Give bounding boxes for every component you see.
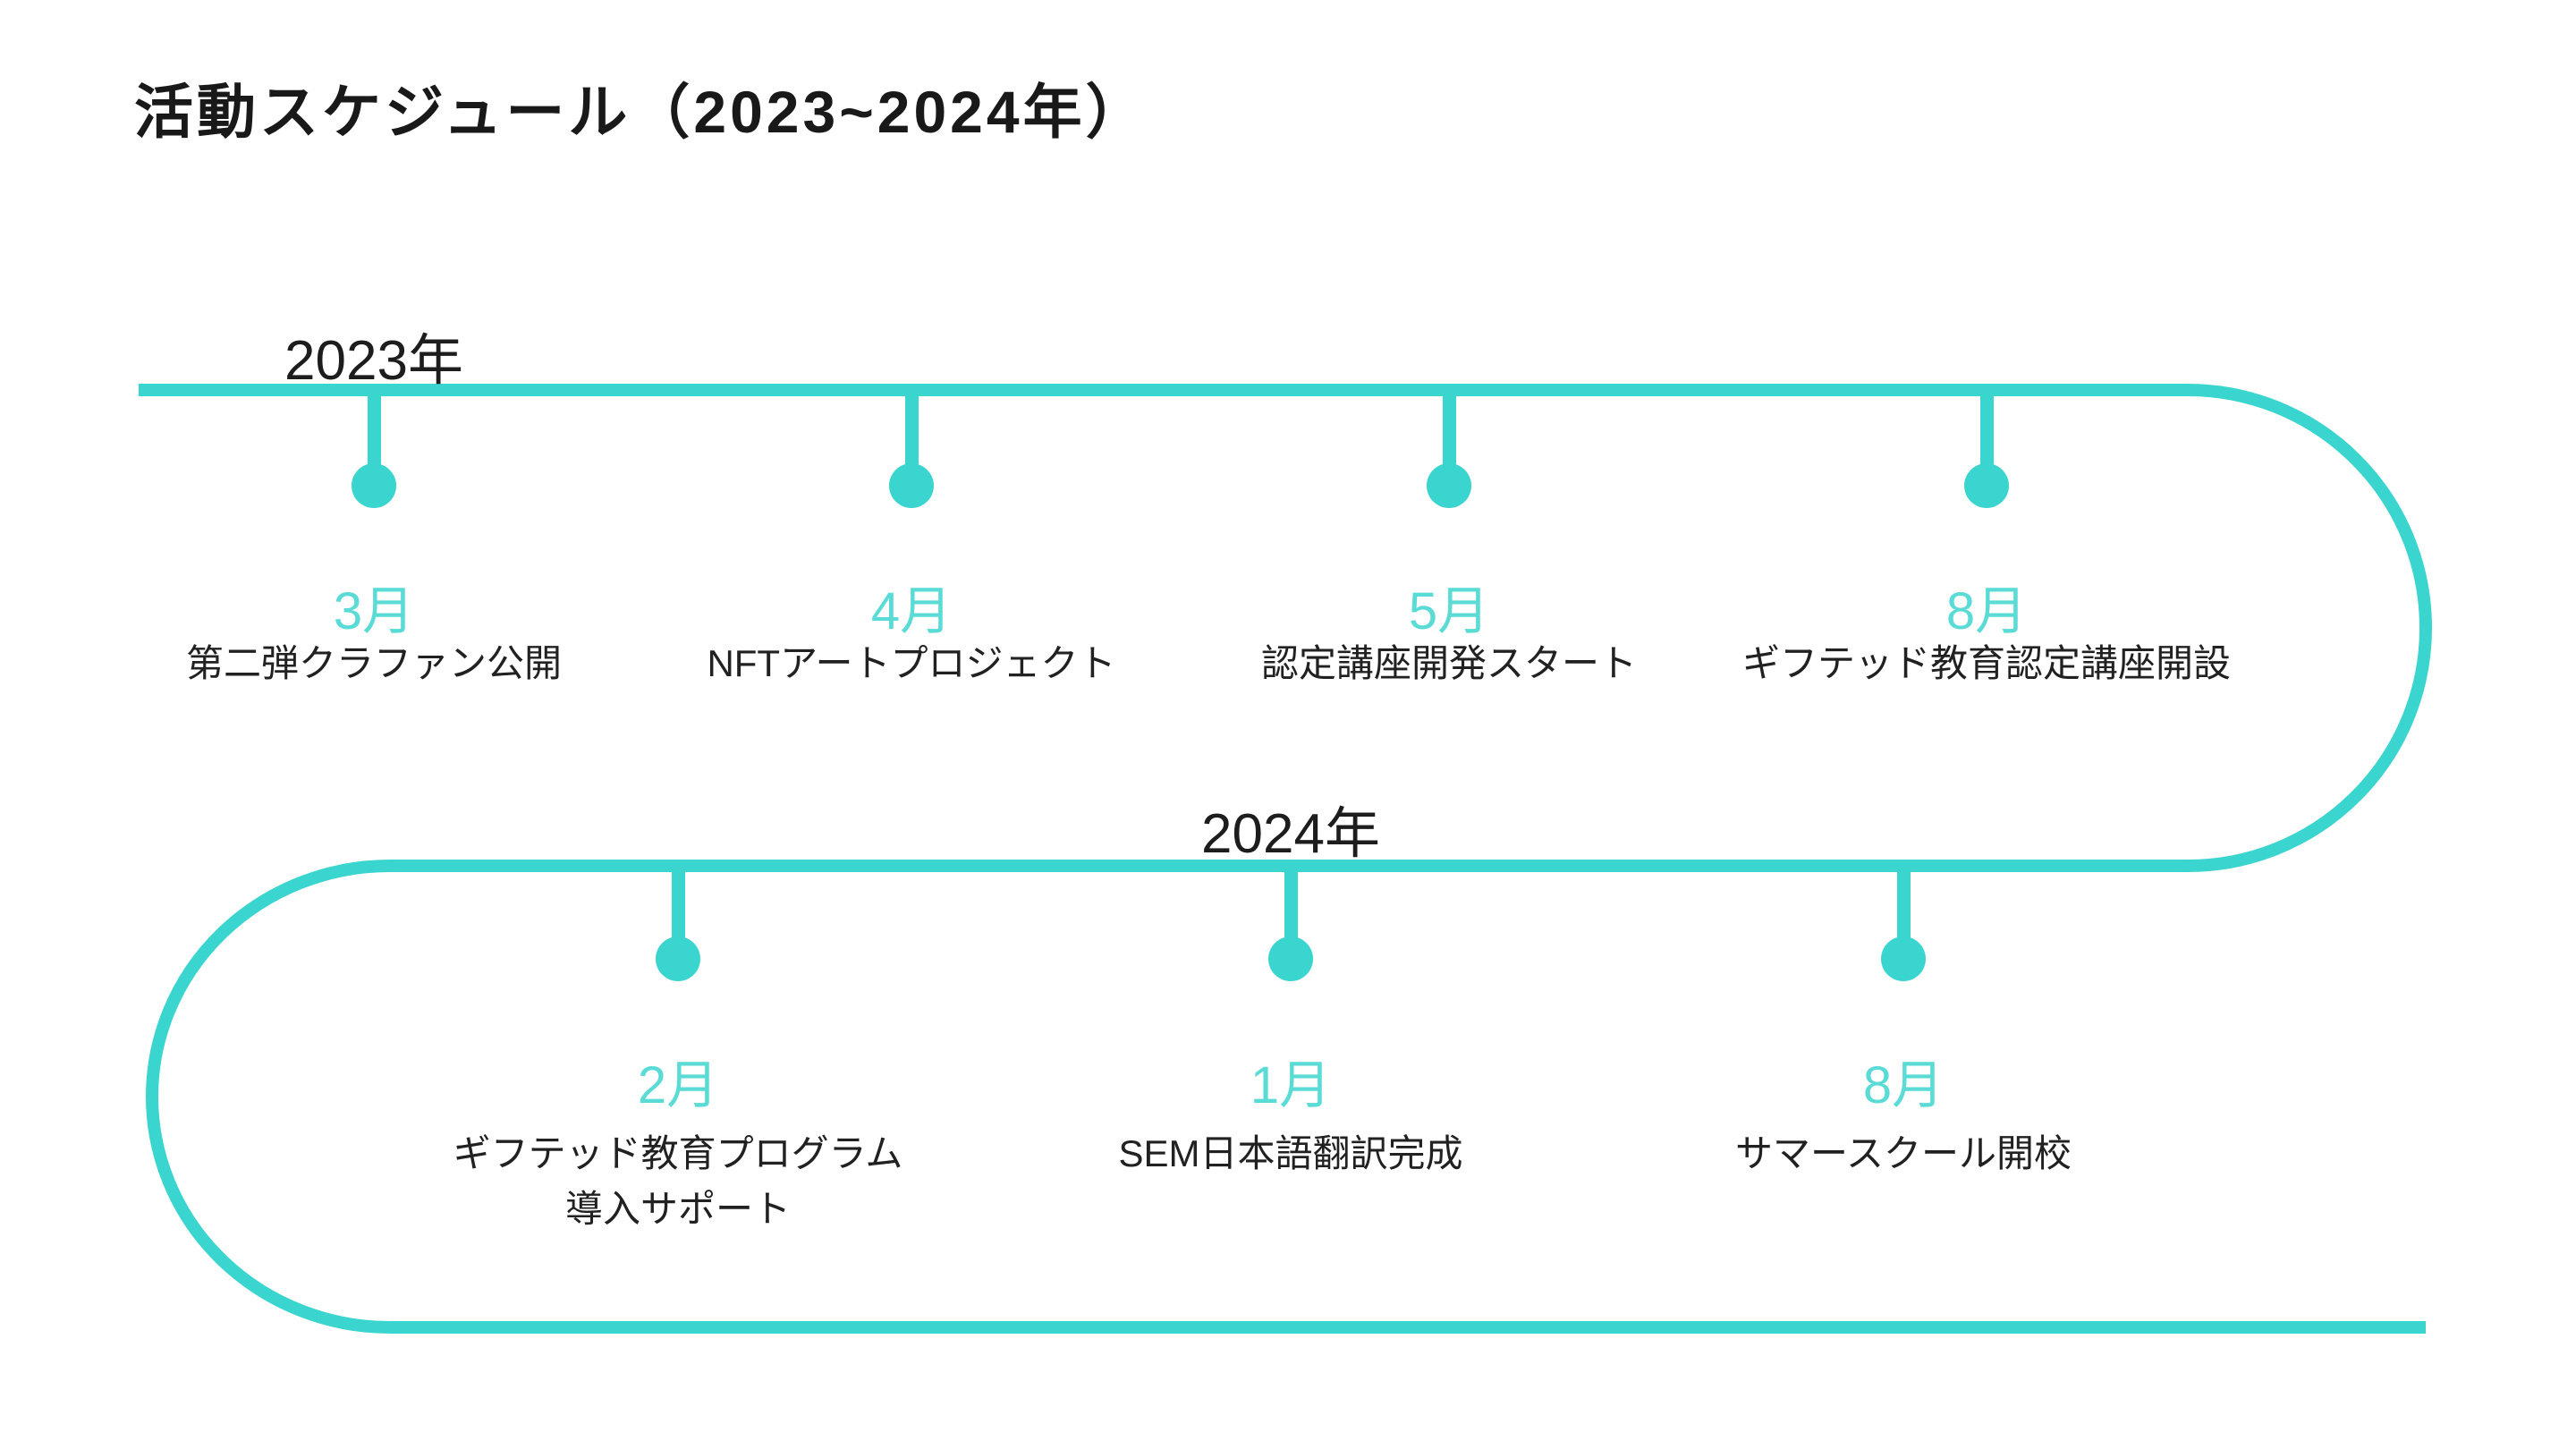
event-description-line: 第二弾クラファン公開 xyxy=(185,642,562,684)
event-description: SEM日本語翻訳完成 xyxy=(951,1126,1631,1182)
event-stem xyxy=(671,869,685,941)
event-month-label: 1月 xyxy=(1250,1056,1332,1114)
event-description-line: 認定講座開発スタート xyxy=(1260,642,1637,684)
event-month-label: 2月 xyxy=(637,1056,719,1114)
event-description: NFTアートプロジェクト xyxy=(572,636,1251,691)
event-stem xyxy=(1979,395,1994,468)
event-month-label: 5月 xyxy=(1408,582,1490,640)
event-dot xyxy=(1427,463,1471,508)
event-description-line: NFTアートプロジェクト xyxy=(707,642,1116,684)
event-description-line: サマースクール開校 xyxy=(1735,1132,2072,1174)
event-dot xyxy=(889,463,934,508)
event-description: ギフテッド教育認定講座開設 xyxy=(1647,636,2326,691)
event-description-line: SEM日本語翻訳完成 xyxy=(1118,1132,1463,1174)
event-description: 認定講座開発スタート xyxy=(1109,636,1789,691)
event-month-label: 8月 xyxy=(1862,1056,1945,1114)
event-stem xyxy=(1284,869,1298,941)
event-description-line: ギフテッド教育プログラム xyxy=(453,1132,903,1174)
event-description: ギフテッド教育プログラム導入サポート xyxy=(338,1126,1018,1237)
event-stem xyxy=(1442,395,1456,468)
event-description-line: ギフテッド教育認定講座開設 xyxy=(1741,642,2231,684)
page-title: 活動スケジュール（2023~2024年） xyxy=(134,79,1148,145)
event-month-label: 8月 xyxy=(1945,582,2028,640)
event-dot xyxy=(1268,936,1313,981)
event-month-label: 4月 xyxy=(870,582,953,640)
event-description: サマースクール開校 xyxy=(1563,1126,2243,1182)
event-description-line: 導入サポート xyxy=(564,1188,791,1230)
event-dot xyxy=(1964,463,2009,508)
year-label-2024: 2024年 xyxy=(1201,803,1380,865)
event-description: 第二弾クラファン公開 xyxy=(34,636,714,691)
event-stem xyxy=(367,395,381,468)
event-stem xyxy=(904,395,919,468)
event-stem xyxy=(1896,869,1911,941)
event-dot xyxy=(352,463,396,508)
event-dot xyxy=(1881,936,1926,981)
event-month-label: 3月 xyxy=(333,582,415,640)
year-label-2023: 2023年 xyxy=(284,330,463,392)
event-dot xyxy=(656,936,700,981)
